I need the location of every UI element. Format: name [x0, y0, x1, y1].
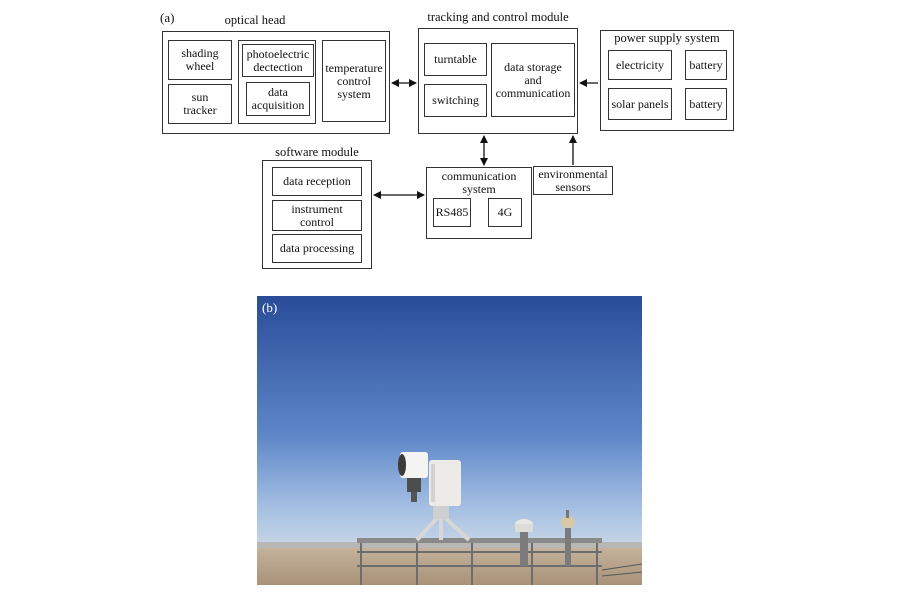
distant-haze: [257, 542, 642, 550]
optical-head-title: optical head: [224, 13, 286, 27]
shading-wheel-line2: wheel: [185, 59, 215, 73]
data-reception-box: data reception: [272, 167, 362, 196]
data-acquisition-line2: acquisition: [251, 98, 305, 112]
software-title: software module: [275, 145, 359, 159]
turntable-label: turntable: [434, 52, 477, 66]
instrument-photo: [257, 296, 642, 585]
sun-tracker-line1: sun: [191, 90, 209, 104]
data-processing-label: data processing: [279, 241, 355, 255]
tracking-title: tracking and control module: [427, 10, 569, 24]
antenna-sensor: [561, 510, 575, 566]
panel-b-label: (b): [262, 300, 278, 315]
switching-label: switching: [432, 93, 479, 107]
panel-a-label: (a): [160, 10, 175, 25]
temperature-line1: temperature: [325, 60, 383, 75]
4g-label: 4G: [497, 205, 513, 219]
shading-wheel-line1: shading: [181, 46, 219, 60]
collimator: [400, 452, 428, 478]
environmental-line1: environmental: [538, 166, 608, 181]
battery-label-1: battery: [689, 57, 723, 72]
4g-box: 4G: [488, 198, 522, 227]
data-reception-label: data reception: [283, 174, 351, 188]
turntable-box: turntable: [424, 43, 487, 76]
communication-title: communication system: [426, 170, 532, 196]
electricity-box: electricity: [608, 50, 672, 80]
sky: [257, 296, 642, 548]
fence: [601, 563, 642, 577]
environmental-line2: sensors: [555, 179, 591, 194]
electricity-label: electricity: [616, 57, 664, 72]
data-storage-line3: communication: [495, 85, 571, 100]
battery-label-2: battery: [689, 96, 723, 111]
data-processing-box: data processing: [272, 234, 362, 263]
sun-tracker-line2: tracker: [183, 103, 217, 117]
photoelectric-line1: photoelectric: [246, 46, 310, 61]
battery-box-2: battery: [685, 88, 727, 120]
gps-sensor: [515, 519, 533, 566]
temperature-line3: system: [337, 86, 371, 101]
data-storage-line1: data storage: [504, 59, 562, 74]
data-acquisition-line1: data: [267, 85, 288, 99]
tracker-box: [429, 460, 461, 506]
solar-panels-label: solar panels: [611, 96, 669, 111]
solar-panels-box: solar panels: [608, 88, 672, 120]
rs485-label: RS485: [435, 205, 469, 219]
data-storage-line2: and: [524, 72, 542, 87]
instrument-control-line1: instrument: [291, 201, 343, 216]
rs485-box: RS485: [433, 198, 471, 227]
temperature-line2: control: [337, 73, 371, 88]
connector-arrows: [373, 79, 598, 199]
switching-box: switching: [424, 84, 487, 117]
instrument-control-line2: control: [299, 214, 334, 229]
battery-box-1: battery: [685, 50, 727, 80]
power-box: [600, 30, 734, 131]
communication-title-line1: communication: [441, 169, 517, 183]
tripod-mount: [415, 514, 471, 542]
photoelectric-line2: dectection: [253, 59, 303, 74]
communication-title-line2: system: [462, 182, 496, 196]
power-title: power supply system: [614, 31, 720, 45]
